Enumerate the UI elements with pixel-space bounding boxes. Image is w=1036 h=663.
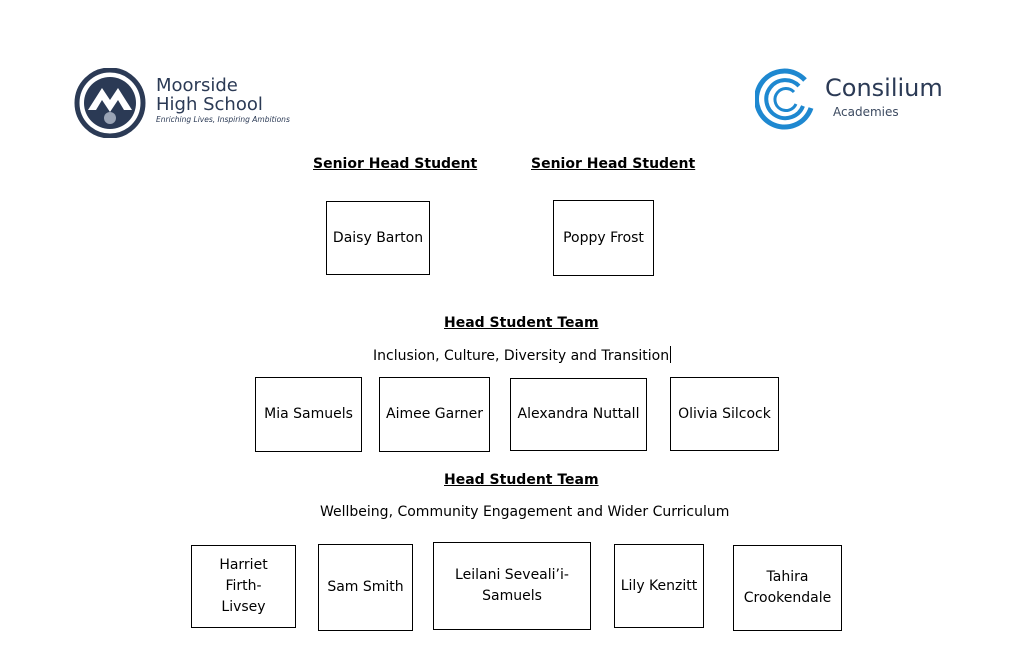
moorside-crest-icon xyxy=(74,68,146,138)
moorside-name-line2: High School xyxy=(156,94,263,115)
text-cursor xyxy=(670,346,672,363)
moorside-tagline: Enriching Lives, Inspiring Ambitions xyxy=(156,115,290,124)
student-name: Harriet Firth-Livsey xyxy=(219,557,268,615)
team2-subheading: Wellbeing, Community Engagement and Wide… xyxy=(320,504,730,520)
student-name: Alexandra Nuttall xyxy=(517,406,640,422)
student-name: Mia Samuels xyxy=(264,406,353,422)
team2-member-box: Sam Smith xyxy=(318,544,413,631)
team2-member-box: Leilani Seveali’i-Samuels xyxy=(433,542,591,630)
student-name: Leilani Seveali’i-Samuels xyxy=(455,567,569,604)
senior-heading-right: Senior Head Student xyxy=(531,156,696,172)
student-name: Tahira Crookendale xyxy=(743,569,832,606)
consilium-name: Consilium xyxy=(825,74,943,102)
student-name: Poppy Frost xyxy=(563,229,644,246)
moorside-name-line1: Moorside xyxy=(156,75,238,96)
team1-member-box: Mia Samuels xyxy=(255,377,362,452)
student-name: Olivia Silcock xyxy=(678,405,771,422)
senior-student-box: Poppy Frost xyxy=(553,200,654,276)
team2-heading: Head Student Team xyxy=(444,472,599,488)
student-name: Lily Kenzitt xyxy=(620,577,698,594)
student-name: Daisy Barton xyxy=(332,229,424,246)
student-name: Sam Smith xyxy=(327,579,404,595)
senior-heading-left: Senior Head Student xyxy=(313,156,478,172)
student-name: Aimee Garner xyxy=(386,406,483,422)
team1-subheading[interactable]: Inclusion, Culture, Diversity and Transi… xyxy=(373,346,672,364)
team1-member-box: Aimee Garner xyxy=(379,377,490,452)
consilium-subtitle: Academies xyxy=(833,105,899,119)
team1-heading: Head Student Team xyxy=(444,315,599,331)
consilium-swirl-icon xyxy=(755,68,814,130)
team2-member-box: Harriet Firth-Livsey xyxy=(191,545,296,628)
consilium-logo: Consilium Academies xyxy=(755,68,955,130)
team2-member-box: Lily Kenzitt xyxy=(614,544,704,628)
team2-member-box: Tahira Crookendale xyxy=(733,545,842,631)
team1-member-box: Olivia Silcock xyxy=(670,377,779,451)
moorside-logo: Moorside High School Enriching Lives, In… xyxy=(72,68,290,138)
team1-member-box: Alexandra Nuttall xyxy=(510,378,647,451)
senior-student-box: Daisy Barton xyxy=(326,201,430,275)
